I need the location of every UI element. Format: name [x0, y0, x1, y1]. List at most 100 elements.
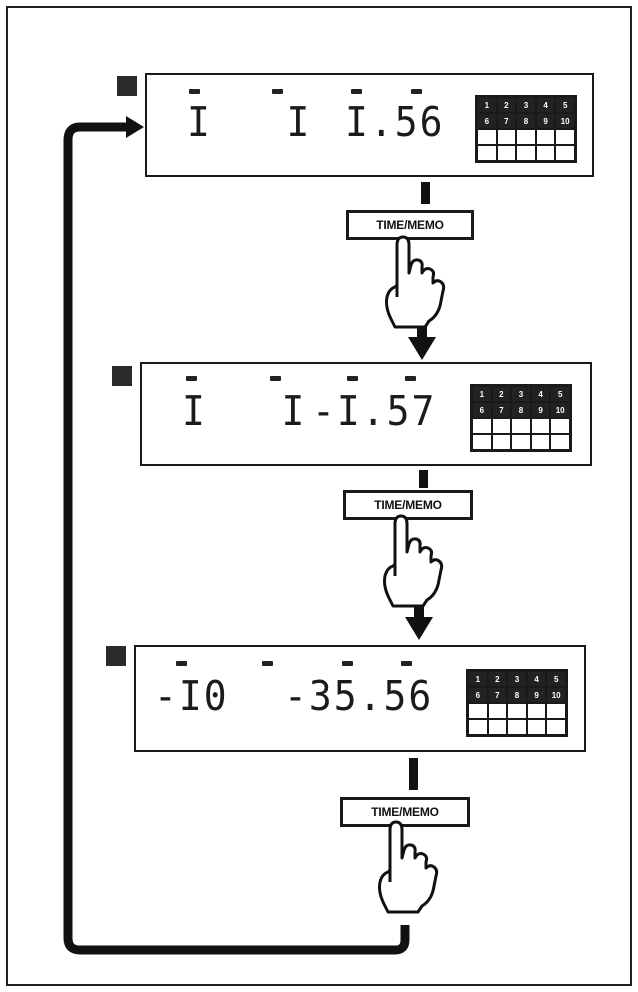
memory-cell: 9: [530, 402, 551, 418]
memory-cell-empty: [516, 129, 536, 145]
memory-cell-empty: [487, 703, 508, 719]
memory-cell-empty: [468, 703, 488, 719]
memory-cell: 2: [496, 97, 517, 113]
lcd-time-readout: -I.57: [312, 387, 437, 435]
down-arrow-icon: [408, 337, 436, 360]
memory-cell-empty: [555, 145, 575, 161]
memory-cell: 8: [511, 402, 531, 418]
memory-cell: 9: [535, 113, 556, 129]
pressing-hand-icon: [383, 514, 444, 608]
memory-grid-1: 1 2 3 4 5 6 7 8 9 10: [475, 95, 577, 163]
indicator-mark: [176, 661, 187, 666]
memory-cell: 1: [477, 97, 497, 113]
memory-cell-empty: [526, 703, 547, 719]
memory-cell-empty: [468, 719, 488, 735]
memory-cell-empty: [516, 145, 536, 161]
memory-cell: 3: [511, 386, 531, 402]
memory-cell-empty: [546, 719, 566, 735]
memory-cell-empty: [550, 434, 570, 450]
memory-cell: 2: [487, 671, 508, 687]
memory-cell-empty: [530, 418, 551, 434]
memory-cell: 4: [530, 386, 551, 402]
memory-cell: 6: [477, 113, 497, 129]
memory-cell-empty: [535, 129, 556, 145]
memory-cell: 3: [507, 671, 527, 687]
memory-grid-2: 1 2 3 4 5 6 7 8 9 10: [470, 384, 572, 452]
lcd-left-digits: I I: [187, 98, 312, 146]
memory-cell: 1: [472, 386, 492, 402]
memory-cell-empty: [496, 145, 517, 161]
memory-grid-3: 1 2 3 4 5 6 7 8 9 10: [466, 669, 568, 737]
memory-cell: 10: [546, 687, 566, 703]
lcd-left-digits: -I0: [154, 672, 229, 720]
memory-cell-empty: [491, 434, 512, 450]
lcd-time-readout: I.56: [345, 98, 445, 146]
memory-cell-empty: [555, 129, 575, 145]
memory-cell-empty: [472, 434, 492, 450]
memory-cell-empty: [546, 703, 566, 719]
memory-cell-empty: [472, 418, 492, 434]
memory-cell: 2: [491, 386, 512, 402]
memory-cell-empty: [507, 719, 527, 735]
memory-cell: 7: [487, 687, 508, 703]
time-memo-button-2[interactable]: TIME/MEMO: [343, 490, 473, 520]
time-memo-button-1[interactable]: TIME/MEMO: [346, 210, 474, 240]
indicator-mark: [351, 89, 362, 94]
memory-cell: 10: [550, 402, 570, 418]
step-marker-1: [117, 76, 137, 96]
memory-cell: 4: [535, 97, 556, 113]
connector-bar-2: [419, 470, 428, 488]
down-arrow-icon: [405, 617, 433, 640]
memory-cell: 8: [516, 113, 536, 129]
memory-cell-empty: [477, 129, 497, 145]
memory-cell: 10: [555, 113, 575, 129]
memory-cell-empty: [477, 145, 497, 161]
memory-cell-empty: [535, 145, 556, 161]
memory-cell: 6: [472, 402, 492, 418]
memory-cell: 9: [526, 687, 547, 703]
figure-frame: [6, 6, 632, 986]
memory-cell-empty: [526, 719, 547, 735]
memory-cell: 7: [496, 113, 517, 129]
lcd-display-3: -I0 -35.56 1 2 3 4 5 6 7 8 9 10: [134, 645, 586, 752]
lcd-display-1: I I I.56 1 2 3 4 5 6 7 8 9 10: [145, 73, 594, 177]
memory-cell: 5: [555, 97, 575, 113]
connector-bar-1: [421, 182, 430, 204]
memory-cell-empty: [491, 418, 512, 434]
lcd-time-readout: -35.56: [284, 672, 434, 720]
memory-cell-empty: [511, 434, 531, 450]
memory-cell-empty: [550, 418, 570, 434]
memory-cell: 6: [468, 687, 488, 703]
memory-cell-empty: [507, 703, 527, 719]
memory-cell: 4: [526, 671, 547, 687]
indicator-mark: [347, 376, 358, 381]
indicator-mark: [262, 661, 273, 666]
indicator-mark: [186, 376, 197, 381]
step-marker-2: [112, 366, 132, 386]
time-memo-button-3[interactable]: TIME/MEMO: [340, 797, 470, 827]
memory-cell: 3: [516, 97, 536, 113]
memory-cell-empty: [496, 129, 517, 145]
indicator-mark: [401, 661, 412, 666]
step-marker-3: [106, 646, 126, 666]
indicator-mark: [272, 89, 283, 94]
lcd-left-digits: I I: [182, 387, 307, 435]
memory-cell: 7: [491, 402, 512, 418]
indicator-mark: [189, 89, 200, 94]
memory-cell: 8: [507, 687, 527, 703]
connector-bar-3: [409, 758, 418, 790]
memory-cell: 5: [546, 671, 566, 687]
indicator-mark: [411, 89, 422, 94]
memory-cell: 1: [468, 671, 488, 687]
indicator-mark: [405, 376, 416, 381]
memory-cell-empty: [511, 418, 531, 434]
pressing-hand-icon: [385, 235, 446, 329]
loop-arrowhead-icon: [126, 116, 144, 138]
memory-cell-empty: [487, 719, 508, 735]
memory-cell-empty: [530, 434, 551, 450]
indicator-mark: [270, 376, 281, 381]
indicator-mark: [342, 661, 353, 666]
memory-cell: 5: [550, 386, 570, 402]
lcd-display-2: I I -I.57 1 2 3 4 5 6 7 8 9 10: [140, 362, 592, 466]
